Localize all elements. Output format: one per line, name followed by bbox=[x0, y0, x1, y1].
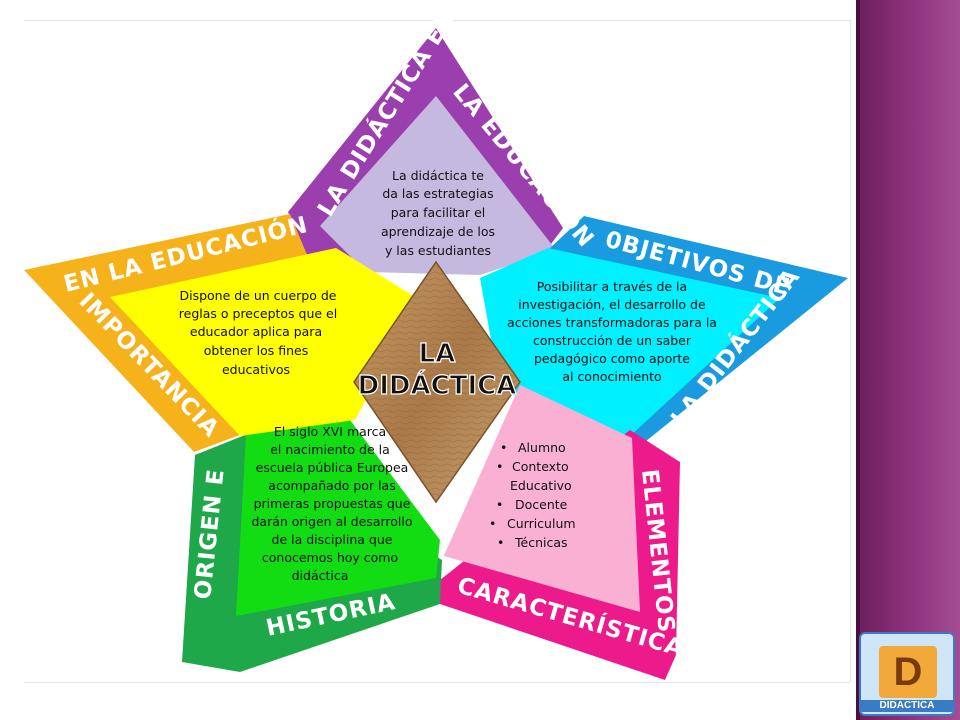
text-bottom-left-line: didáctica bbox=[292, 568, 349, 583]
frame-bottom-line bbox=[24, 682, 850, 683]
logo-letter: D bbox=[879, 646, 937, 698]
top-arm-fill bbox=[320, 96, 556, 275]
text-bottom-left-line: primeras propuestas que bbox=[254, 496, 411, 511]
text-top-line: La didáctica te bbox=[392, 168, 484, 183]
text-right-line: al conocimiento bbox=[562, 369, 661, 384]
text-right-line: acciones transformadoras para la bbox=[507, 315, 717, 330]
text-left-line: reglas o preceptos que el bbox=[179, 306, 337, 321]
text-bottom-left-line: de la disciplina que bbox=[272, 532, 393, 547]
text-left-line: Dispone de un cuerpo de bbox=[179, 288, 336, 303]
list-item: Alumno bbox=[518, 440, 566, 455]
bullet: • bbox=[496, 497, 503, 512]
text-bottom-left-line: acompañado por las bbox=[268, 478, 395, 493]
didactica-logo-icon: D DIDACTICA bbox=[859, 632, 955, 716]
text-top-line: aprendizaje de los bbox=[381, 224, 495, 239]
list-item: Docente bbox=[515, 497, 568, 512]
list-item: Técnicas bbox=[514, 535, 568, 550]
bottom-left-arm-fill bbox=[236, 420, 440, 616]
decorative-sidebar bbox=[856, 0, 960, 720]
bullet: • bbox=[489, 516, 496, 531]
logo-caption: DIDACTICA bbox=[861, 700, 953, 712]
frame-right-line bbox=[850, 20, 851, 682]
text-bottom-left-line: conocemos hoy como bbox=[262, 550, 398, 565]
text-right: Posibilitar a través de la investigación… bbox=[507, 279, 717, 384]
bullet: • bbox=[497, 535, 504, 550]
text-left: Dispone de un cuerpo de reglas o precept… bbox=[179, 288, 337, 377]
text-right-line: investigación, el desarrollo de bbox=[518, 297, 706, 312]
center-title-line1: LA bbox=[419, 339, 456, 369]
sidebar-stripe bbox=[856, 0, 860, 720]
text-top-line: da las estrategias bbox=[382, 186, 493, 201]
text-top-line: para facilitar el bbox=[391, 205, 486, 220]
text-left-line: educativos bbox=[222, 362, 290, 377]
text-bottom-left-line: el nacimiento de la bbox=[270, 442, 390, 457]
list-item: Contexto bbox=[512, 459, 569, 474]
text-left-line: educador aplica para bbox=[190, 324, 322, 339]
text-left-line: obtener los fines bbox=[204, 343, 309, 358]
text-right-line: construcción de un saber bbox=[533, 333, 692, 348]
text-bottom-left-line: escuela pública Europea bbox=[256, 460, 409, 475]
text-top: La didáctica te da las estrategias para … bbox=[381, 168, 495, 258]
text-bottom-left: El siglo XVI marca el nacimiento de la e… bbox=[252, 424, 413, 583]
text-bottom-left-line: darán origen al desarrollo bbox=[252, 514, 413, 529]
text-right-line: pedagógico como aporte bbox=[534, 351, 690, 366]
text-top-line: y las estudiantes bbox=[385, 243, 491, 258]
list-item: Educativo bbox=[510, 478, 572, 493]
list-item: Curriculum bbox=[507, 516, 576, 531]
center-title-line2: DIDÁCTICA bbox=[358, 369, 517, 401]
left-arm-fill bbox=[110, 248, 420, 436]
frame-top-line bbox=[24, 20, 850, 21]
text-bottom-left-line: El siglo XVI marca bbox=[274, 424, 386, 439]
bottom-right-arm-fill bbox=[442, 385, 640, 612]
text-bottom-right-list: • Alumno • Contexto Educativo • Docente … bbox=[489, 440, 576, 550]
bullet: • bbox=[500, 440, 507, 455]
center-diamond-grain bbox=[354, 262, 520, 502]
bullet: • bbox=[496, 459, 503, 474]
right-arm-fill bbox=[480, 248, 780, 438]
text-right-line: Posibilitar a través de la bbox=[537, 279, 687, 294]
